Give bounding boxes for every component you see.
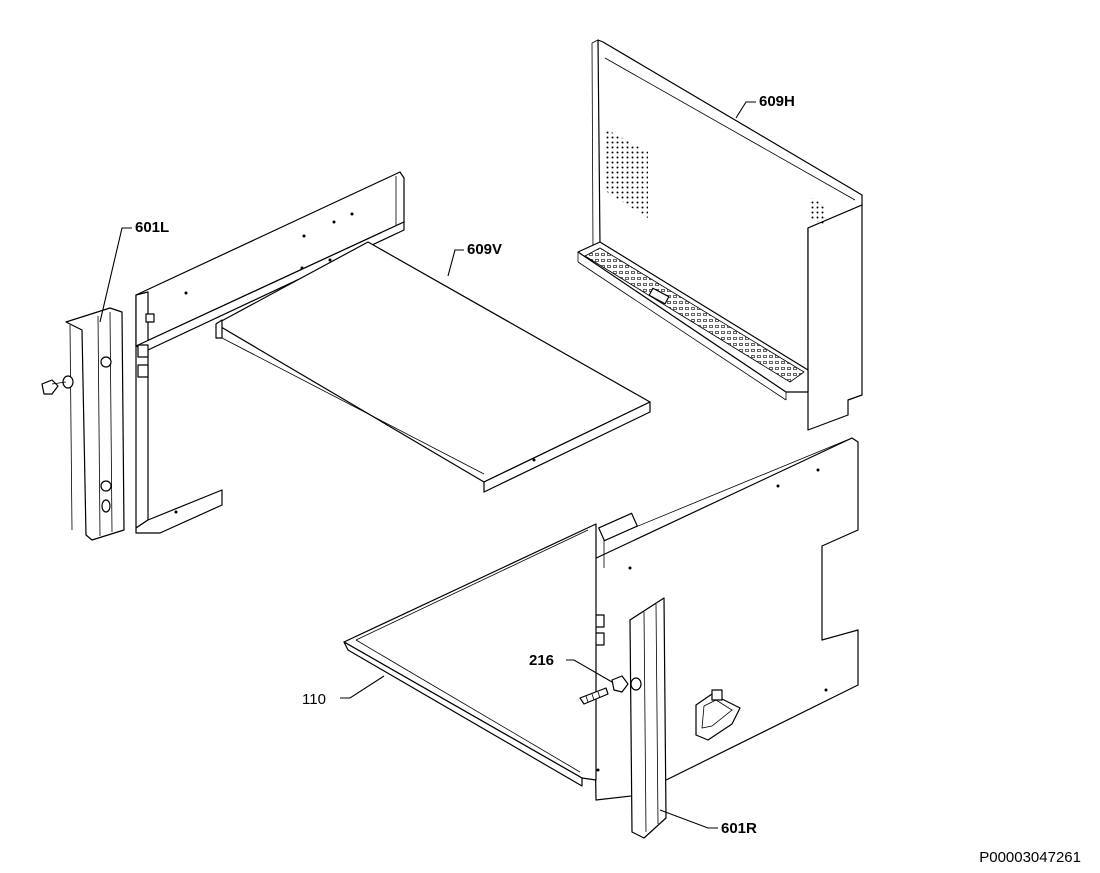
leader-lines: [99, 101, 756, 829]
reference-number: P00003047261: [979, 849, 1081, 866]
label-609H: 609H: [759, 93, 795, 110]
label-110: 110: [302, 691, 326, 708]
back-panel-609H: [577, 39, 863, 431]
label-601L: 601L: [135, 219, 169, 236]
top-shelf-609V: [215, 241, 651, 493]
label-216: 216: [529, 652, 554, 669]
label-609V: 609V: [467, 241, 502, 258]
bottom-panel-110: [343, 523, 597, 787]
side-rail-601L: [41, 307, 125, 541]
left-side-panel: [135, 171, 405, 534]
screw-216: [579, 675, 629, 705]
label-601R: 601R: [721, 820, 757, 837]
side-rail-601R: [629, 597, 667, 839]
